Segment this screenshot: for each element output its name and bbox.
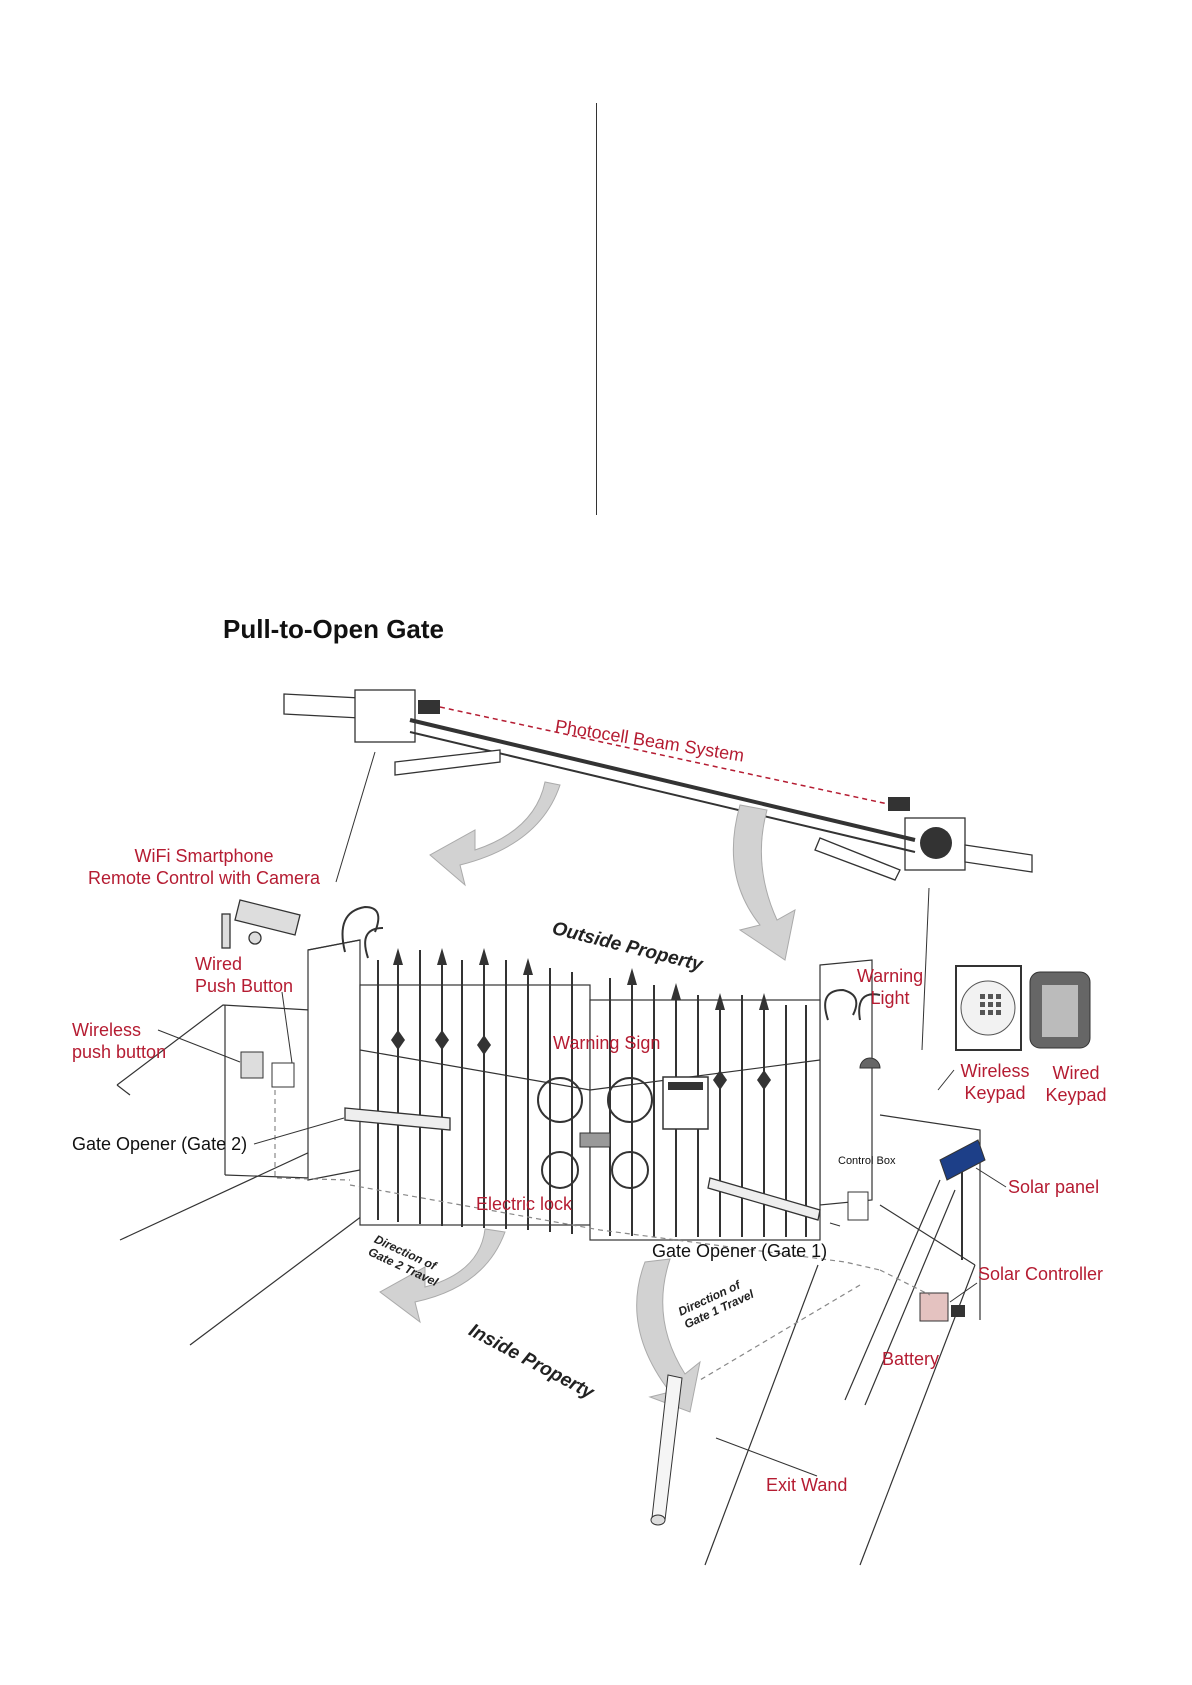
solar-controller-label: Solar Controller bbox=[978, 1264, 1104, 1284]
photocell-beam bbox=[439, 706, 889, 805]
wired-push-button-label: Wired Push Button bbox=[195, 954, 294, 996]
travel-arrows bbox=[379, 781, 796, 1413]
ground-line bbox=[189, 1209, 371, 1346]
gate-2 bbox=[359, 984, 591, 1226]
top-view-gate bbox=[283, 689, 1033, 881]
ground-line bbox=[704, 1264, 819, 1566]
warning-light bbox=[859, 1057, 881, 1069]
warning-light-label: Warning Light bbox=[856, 966, 924, 1008]
gate-bars bbox=[377, 950, 807, 1237]
leader-lines bbox=[157, 751, 1007, 1477]
wired-keypad-label: Wired Keypad bbox=[1045, 1063, 1107, 1105]
control-box-label: Control Box bbox=[838, 1155, 896, 1167]
wiring bbox=[274, 1090, 931, 1381]
battery-label: Battery bbox=[882, 1349, 940, 1369]
electric-lock bbox=[579, 1132, 611, 1148]
left-wall bbox=[224, 1174, 311, 1179]
solar-panel-label: Solar panel bbox=[1008, 1177, 1100, 1197]
photocell-sensor-left bbox=[418, 700, 440, 714]
electric-lock-label: Electric lock bbox=[476, 1194, 573, 1214]
wifi-camera-label: WiFi Smartphone Remote Control with Came… bbox=[87, 846, 321, 888]
exit-wand-icon bbox=[650, 1374, 683, 1526]
wireless-push-button-icon bbox=[240, 1051, 264, 1079]
warning-sign-label: Warning Sign bbox=[553, 1033, 661, 1053]
page-title: Pull-to-Open Gate bbox=[223, 614, 444, 644]
right-wall bbox=[844, 1179, 941, 1401]
solar-panel-icon bbox=[939, 1139, 986, 1181]
gate-opener-1-label: Gate Opener (Gate 1) bbox=[652, 1241, 828, 1261]
gate-ornaments bbox=[391, 948, 771, 1090]
battery-icon bbox=[919, 1292, 949, 1322]
wireless-keypad-label: Wireless Keypad bbox=[960, 1061, 1030, 1103]
column-divider bbox=[596, 103, 597, 515]
top-opener-motor bbox=[920, 827, 952, 859]
exit-wand-label: Exit Wand bbox=[766, 1475, 848, 1495]
ground-line bbox=[119, 1137, 341, 1241]
scroll-ornaments bbox=[341, 905, 881, 1189]
photocell-sensor-right bbox=[888, 797, 910, 811]
wired-push-button-icon bbox=[271, 1062, 295, 1088]
gate-opener-2-label: Gate Opener (Gate 2) bbox=[72, 1134, 248, 1154]
wireless-push-button-label: Wireless push button bbox=[72, 1020, 167, 1062]
wireless-keypad-keys bbox=[980, 994, 1001, 1015]
camera-icon bbox=[221, 899, 301, 949]
left-pillar bbox=[307, 939, 361, 1181]
gate-openers bbox=[344, 1107, 821, 1221]
left-wall bbox=[116, 1004, 311, 1086]
solar-controller-icon bbox=[951, 1305, 965, 1317]
control-box-icon bbox=[847, 1191, 869, 1221]
